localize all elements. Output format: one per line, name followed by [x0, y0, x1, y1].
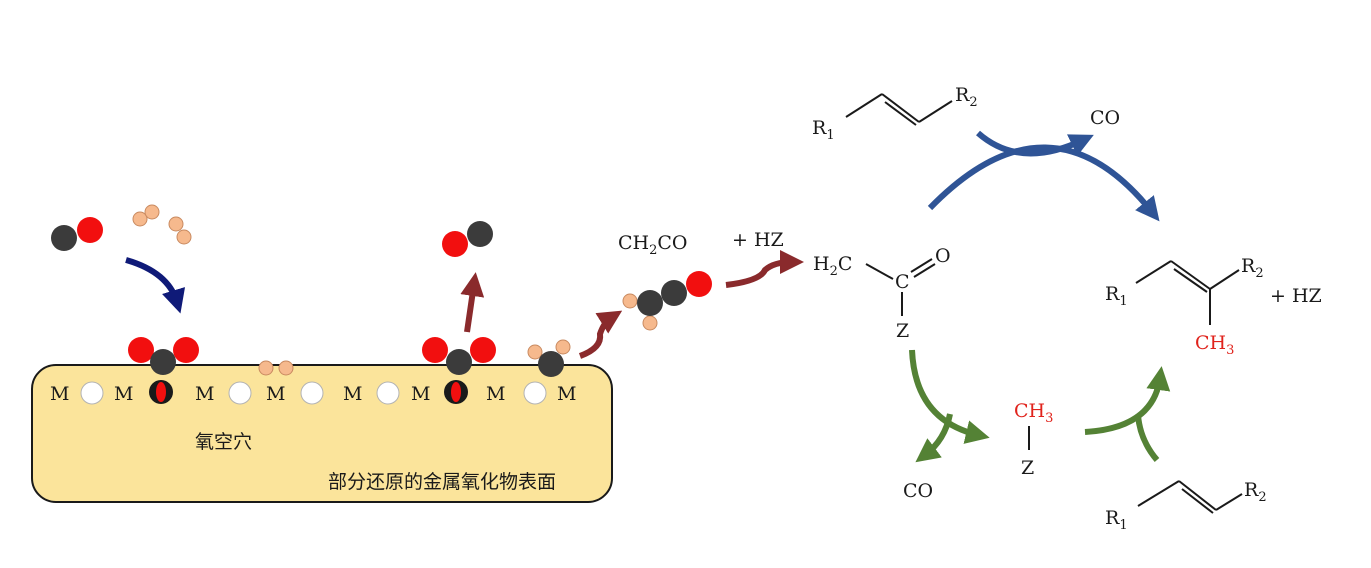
olefin-uptake-arrow: [1135, 414, 1160, 462]
co-label-top: CO: [1090, 107, 1120, 129]
methylation-arrow: [1084, 366, 1171, 435]
oxygen-site: [80, 381, 104, 405]
methyl-label: CH3: [1014, 400, 1053, 426]
acyl-oxygen-label: O: [935, 245, 951, 267]
plus-hz-top: + HZ: [732, 229, 784, 251]
acyl-h2c-label: H2C: [813, 253, 852, 279]
surface-site-row: M M M M M M M M: [50, 380, 576, 405]
olefin-bottom-r2: R2: [1244, 479, 1267, 505]
metal-site: M: [343, 383, 362, 405]
product-methyl: CH3: [1195, 332, 1234, 358]
decarbonylation-arrow: [909, 349, 990, 444]
metal-site: M: [114, 383, 133, 405]
olefin-top-r2: R2: [955, 84, 978, 110]
metal-site: M: [411, 383, 430, 405]
adsorption-arrow: [125, 257, 186, 314]
oxygen-vacancy-filled: [149, 380, 173, 404]
co-release-arrow-top: [976, 130, 1094, 157]
adsorbed-hydrogen: [258, 360, 294, 376]
adsorbed-co2-species: [422, 337, 496, 375]
co-molecule-desorbed: [442, 221, 493, 257]
metal-site: M: [50, 383, 69, 405]
product-r1: R1: [1105, 283, 1128, 309]
product-r2: R2: [1241, 255, 1264, 281]
oxygen-site: [300, 381, 324, 405]
olefin-top-r1: R1: [812, 117, 835, 143]
direct-methylation-arrow: [927, 144, 1160, 222]
co-release-arrow: [915, 413, 953, 463]
oxygen-site: [376, 381, 400, 405]
hydrogen-molecule: [132, 204, 160, 227]
olefin-top: R1 R2: [812, 84, 978, 143]
acyl-zeolite-species: H2C C O Z: [813, 245, 951, 342]
adsorbed-co2-species: [128, 337, 199, 375]
product-olefin: R1 R2 CH3 + HZ: [1105, 255, 1322, 358]
oxygen-site: [523, 381, 547, 405]
hydrogen-molecule: [168, 216, 192, 245]
metal-site: M: [557, 383, 576, 405]
metal-site: M: [266, 383, 285, 405]
metal-site: M: [486, 383, 505, 405]
adsorbed-carbon-hydrogen: [527, 339, 571, 377]
co-molecule-gas: [51, 217, 103, 251]
ketene-label: CH2CO: [618, 232, 688, 258]
acyl-z-label: Z: [896, 320, 909, 342]
acyl-carbon-label: C: [895, 271, 910, 293]
plus-hz-product: + HZ: [1270, 285, 1322, 307]
desorption-arrow: [460, 272, 485, 333]
oxygen-site: [228, 381, 252, 405]
vacancy-label: 氧空穴: [195, 431, 252, 453]
methyl-z-label: Z: [1021, 457, 1034, 479]
olefin-bottom: R1 R2: [1105, 479, 1267, 533]
surface-label: 部分还原的金属氧化物表面: [328, 471, 556, 493]
zeolite-reaction-arrow: [725, 250, 804, 288]
metal-site: M: [195, 383, 214, 405]
ketene-formation-arrow: [578, 310, 623, 359]
olefin-bottom-r1: R1: [1105, 507, 1128, 533]
co-label-left: CO: [903, 480, 933, 502]
metal-oxide-surface: [31, 364, 613, 503]
oxygen-vacancy-filled: [444, 380, 468, 404]
ketene-molecule: [622, 271, 712, 331]
methyl-zeolite-species: CH3 Z: [1014, 400, 1053, 479]
